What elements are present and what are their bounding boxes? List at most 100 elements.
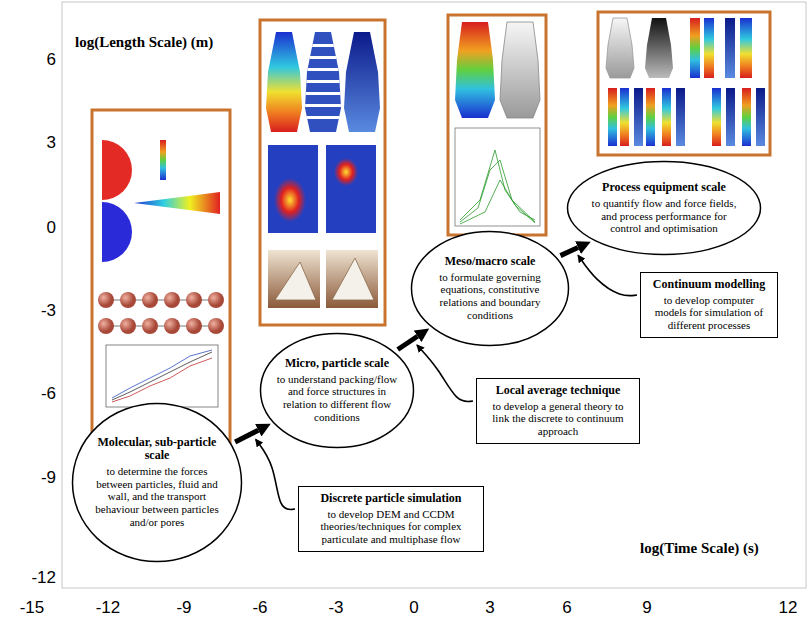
- particle-picture: [326, 250, 378, 308]
- text-block: Process equipment scaleto quantify flow …: [586, 181, 743, 235]
- molecular-picture: [120, 292, 136, 308]
- technique-box: Continuum modelling to develop computer m…: [640, 272, 778, 338]
- ellipse-outline: [568, 162, 761, 255]
- equipment-picture: [742, 88, 751, 146]
- particle-picture: [326, 145, 376, 233]
- axis-tick: -12: [96, 598, 121, 618]
- technique-box: Discrete particle simulation to develop D…: [298, 486, 484, 552]
- molecular-picture: [112, 352, 212, 400]
- axis-tick: -15: [20, 598, 45, 618]
- equipment-picture: [676, 88, 685, 146]
- equipment-picture: [662, 88, 671, 146]
- axis-tick: -9: [41, 468, 56, 488]
- leader-arrow: [417, 345, 473, 401]
- continuum-picture: [455, 128, 540, 226]
- axis-tick: 6: [47, 50, 56, 70]
- node-description: to develop computer models for simulatio…: [647, 294, 771, 332]
- particle-picture: [268, 145, 318, 233]
- axis-tick: 3: [485, 598, 494, 618]
- ellipse-outline: [73, 403, 242, 561]
- particle-picture: [305, 68, 341, 71]
- molecular-picture: [98, 292, 114, 308]
- molecular-picture: [142, 318, 158, 334]
- text-block: Continuum modelling to develop computer m…: [647, 278, 771, 332]
- equipment-picture: [740, 18, 752, 78]
- particle-picture: [305, 92, 341, 95]
- continuum-picture: [455, 22, 540, 226]
- particle-picture: [332, 258, 374, 300]
- node-heading: Meso/macro scale: [426, 255, 554, 269]
- particle-picture: [305, 44, 341, 119]
- molecular-picture: [142, 292, 158, 308]
- axis-tick: 6: [562, 598, 571, 618]
- node-description: to quantify flow and force fields, and p…: [586, 197, 743, 235]
- particle-picture: [334, 158, 358, 186]
- equipment-picture: [606, 18, 765, 146]
- equipment-picture: [634, 88, 643, 146]
- axis-tick: -3: [41, 301, 56, 321]
- axis-tick: 9: [642, 598, 651, 618]
- axis-title: log(Time Scale) (s): [640, 540, 759, 557]
- molecular-picture: [106, 345, 218, 407]
- equipment-picture: [712, 88, 721, 146]
- molecular-picture: [186, 318, 202, 334]
- axis-tick: 0: [409, 598, 418, 618]
- node-description: to understand packing/flow and force str…: [275, 373, 400, 424]
- equipment-picture: [645, 18, 673, 78]
- axis-tick: -6: [41, 384, 56, 404]
- molecular-picture: [208, 318, 224, 334]
- particle-picture: [305, 116, 341, 119]
- particle-picture: [305, 44, 341, 47]
- axis-tick: 0: [47, 218, 56, 238]
- scale-arrow: [398, 336, 418, 349]
- scale-arrow: [235, 430, 258, 442]
- molecular-picture: [112, 350, 212, 398]
- particle-picture: [266, 32, 302, 132]
- molecular-picture: [102, 202, 132, 262]
- molecular-picture: [164, 292, 180, 308]
- node-heading: Discrete particle simulation: [305, 492, 477, 506]
- particle-picture: [268, 250, 320, 308]
- equipment-picture: [690, 18, 700, 78]
- axis-title: log(Length Scale) (m): [75, 34, 213, 51]
- ellipse-outline: [261, 333, 414, 447]
- axis-tick: -3: [328, 598, 343, 618]
- continuum-picture: [455, 22, 495, 118]
- node-description: to develop DEM and CCDM theories/techniq…: [305, 508, 477, 546]
- node-heading: Continuum modelling: [647, 278, 771, 292]
- equipment-picture: [756, 88, 765, 146]
- particle-picture: [305, 104, 341, 107]
- axis-tick: 12: [779, 598, 798, 618]
- molecular-picture: [112, 358, 212, 402]
- axis-tick: -9: [176, 598, 191, 618]
- text-block: Micro, particle scaleto understand packi…: [275, 357, 400, 423]
- leader-arrow: [578, 255, 637, 295]
- continuum-picture: [460, 180, 535, 224]
- equipment-picture: [606, 18, 634, 78]
- plot-frame: [62, 2, 806, 588]
- ellipse-outline: [412, 231, 569, 345]
- molecular-picture: [134, 192, 220, 214]
- technique-box: Local average techniqueto develop a gene…: [476, 378, 640, 444]
- scale-arrow: [560, 248, 578, 256]
- axis-tick: -12: [31, 568, 56, 588]
- particle-picture: [305, 32, 341, 132]
- text-block: Meso/macro scale to formulate governing e…: [426, 255, 554, 321]
- picture-frame: [448, 15, 546, 235]
- picture-frame: [260, 20, 385, 325]
- node-heading: Molecular, sub-particle scale: [88, 436, 226, 464]
- text-block: Molecular, sub-particle scaleto determin…: [88, 436, 226, 529]
- molecular-picture: [120, 318, 136, 334]
- text-block: Local average techniqueto develop a gene…: [483, 384, 633, 438]
- node-description: to formulate governing equations, consti…: [426, 271, 554, 322]
- node-description: to develop a general theory to link the …: [483, 400, 633, 438]
- particle-picture: [305, 56, 341, 59]
- axis-tick: -6: [252, 598, 267, 618]
- equipment-picture: [704, 18, 714, 78]
- molecular-picture: [98, 318, 114, 334]
- axis-tick: 3: [47, 133, 56, 153]
- picture-frame: [598, 12, 770, 155]
- molecular-picture: [208, 292, 224, 308]
